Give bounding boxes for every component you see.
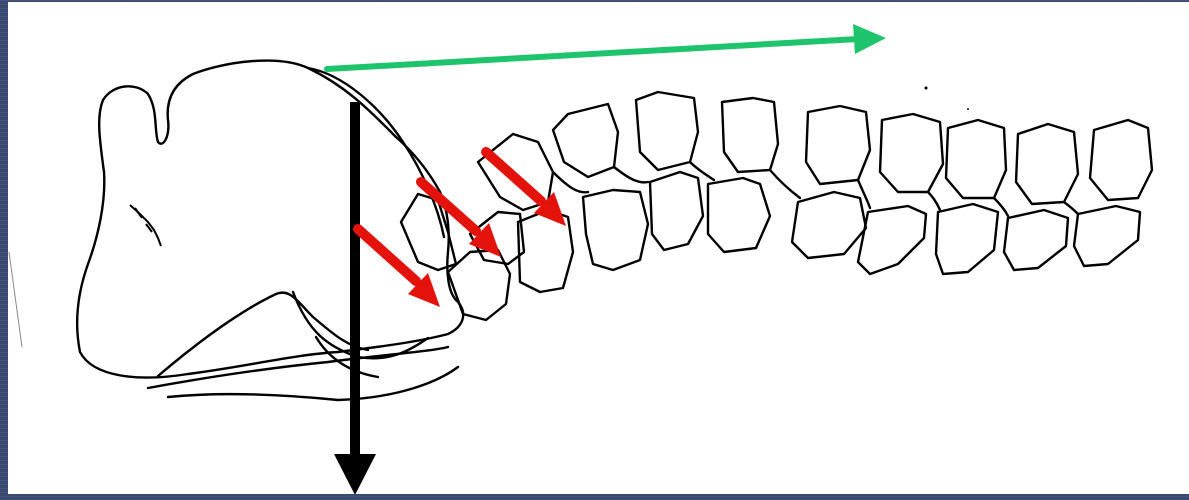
vertebra-19 — [1004, 210, 1068, 270]
force-arrow-3 — [486, 152, 566, 226]
speck-2 — [967, 108, 969, 110]
vertebra-6 — [553, 104, 618, 177]
left-edge-line — [9, 252, 22, 347]
speck-1 — [925, 87, 928, 90]
vertebra-14 — [880, 114, 943, 192]
vertebra-11 — [708, 178, 770, 252]
vertebra-16 — [946, 120, 1006, 198]
vertebrae-outlines — [401, 92, 1152, 320]
vertebra-7 — [583, 190, 648, 270]
spine-diagram — [8, 2, 1189, 494]
vertebra-21 — [1074, 206, 1140, 266]
diagram-canvas — [8, 2, 1189, 494]
vertebra-10 — [722, 98, 778, 172]
vertebra-2 — [448, 250, 510, 320]
vertebra-12 — [806, 106, 870, 184]
pelvis-texture — [130, 205, 161, 246]
vertebra-9 — [650, 172, 703, 250]
vertebra-17 — [936, 204, 998, 274]
vertebra-18 — [1016, 124, 1078, 204]
vertebra-20 — [1090, 120, 1152, 200]
vertebra-5 — [518, 210, 573, 292]
vertebra-13 — [792, 192, 866, 258]
force-arrow-1 — [358, 229, 440, 307]
vertebra-15 — [858, 206, 926, 274]
horizontal-arrow — [327, 24, 886, 69]
vertebra-8 — [636, 92, 698, 170]
vertical-arrow — [334, 102, 376, 494]
